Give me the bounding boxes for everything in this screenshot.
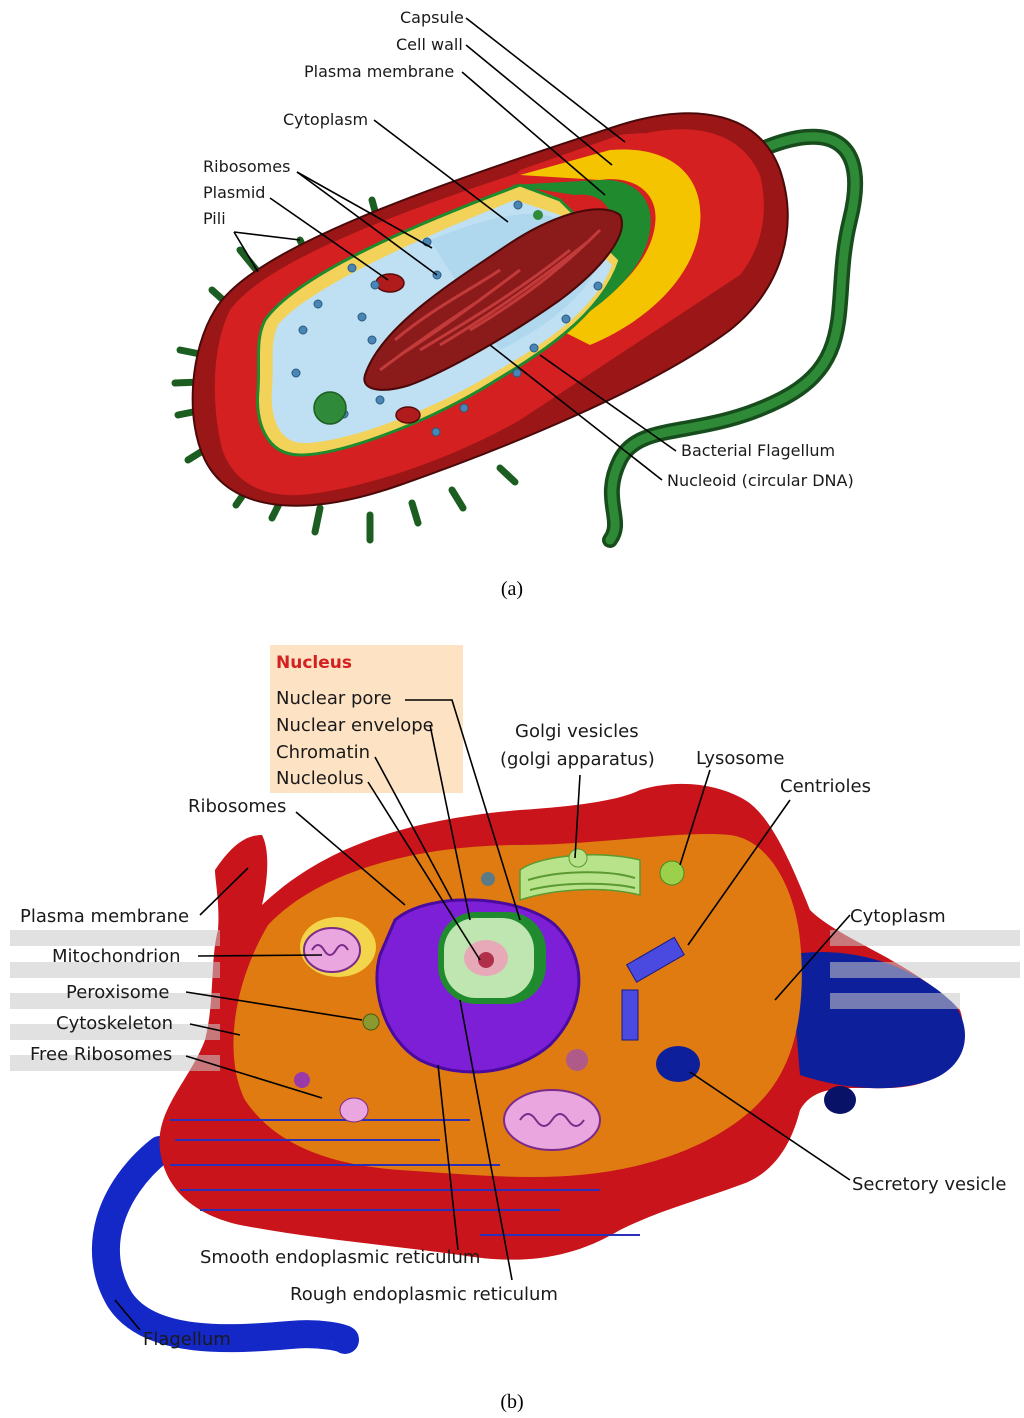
label-secretory-vesicle: Secretory vesicle (852, 1174, 1006, 1195)
label-pili: Pili (203, 209, 226, 228)
label-cytoplasm: Cytoplasm (283, 110, 368, 129)
plasmid-shape (376, 274, 404, 292)
label-mitochondrion: Mitochondrion (52, 946, 181, 967)
label-peroxisome: Peroxisome (66, 982, 169, 1003)
nucleus-callout: Nucleus Nuclear pore Nuclear envelope Ch… (270, 645, 463, 793)
prokaryote-panel: Capsule Cell wall Plasma membrane Cytopl… (175, 8, 855, 600)
label-flagellum: Flagellum (143, 1329, 231, 1350)
label-bacterial-flagellum: Bacterial Flagellum (681, 441, 835, 460)
label-cytoskeleton: Cytoskeleton (56, 1013, 173, 1034)
nucleus-title: Nucleus (276, 653, 352, 673)
nucleus-shape (438, 912, 546, 1004)
label-centrioles: Centrioles (780, 776, 871, 797)
label-nuclear-envelope: Nuclear envelope (276, 715, 434, 736)
label-smooth-er: Smooth endoplasmic reticulum (200, 1247, 480, 1268)
caption-a: (a) (501, 578, 523, 600)
secretory-vesicle-shape (656, 1046, 700, 1082)
label-cell-wall: Cell wall (396, 35, 463, 54)
caption-b: (b) (500, 1391, 523, 1413)
label-ribosomes: Ribosomes (203, 157, 290, 176)
label-chromatin: Chromatin (276, 742, 370, 763)
peroxisome-shape (363, 1014, 379, 1030)
label-nucleoid: Nucleoid (circular DNA) (667, 471, 854, 490)
label-lysosome: Lysosome (696, 748, 784, 769)
label-capsule: Capsule (400, 8, 464, 27)
label-golgi-vesicles: Golgi vesicles (515, 721, 639, 742)
label-golgi-apparatus: (golgi apparatus) (500, 749, 655, 770)
label-free-ribosomes: Free Ribosomes (30, 1044, 172, 1065)
label-nucleolus: Nucleolus (276, 768, 364, 789)
label-plasma-membrane: Plasma membrane (304, 62, 454, 81)
label-cytoplasm: Cytoplasm (850, 906, 946, 927)
label-plasmid: Plasmid (203, 183, 265, 202)
label-ribosomes: Ribosomes (188, 796, 286, 817)
label-plasma-membrane: Plasma membrane (20, 906, 189, 927)
label-rough-er: Rough endoplasmic reticulum (290, 1284, 558, 1305)
label-nuclear-pore: Nuclear pore (276, 688, 392, 709)
mitochondrion-shape (300, 917, 376, 977)
eukaryote-panel: Nucleus Nuclear pore Nuclear envelope Ch… (10, 645, 1020, 1413)
